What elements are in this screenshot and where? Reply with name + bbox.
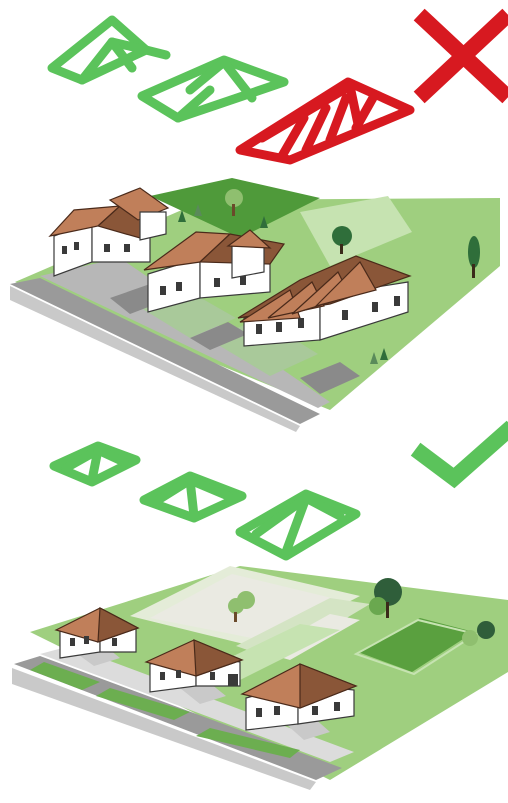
cross-icon: [425, 20, 502, 92]
roof-outline-hip-3: [240, 494, 356, 556]
checkmark-icon: [422, 432, 506, 478]
roof-outline-hip-2: [144, 476, 242, 518]
roof-outline-gable-1: [52, 20, 166, 80]
roof-outline-hip-1: [54, 446, 136, 482]
neighborhood-right: [12, 566, 508, 790]
neighborhood-wrong: [10, 178, 500, 432]
roof-outline-complex-red: [240, 82, 410, 160]
wrong-roof-outlines: [52, 20, 502, 160]
right-roof-outlines: [54, 432, 506, 556]
roof-outline-hip-2: [142, 60, 284, 118]
